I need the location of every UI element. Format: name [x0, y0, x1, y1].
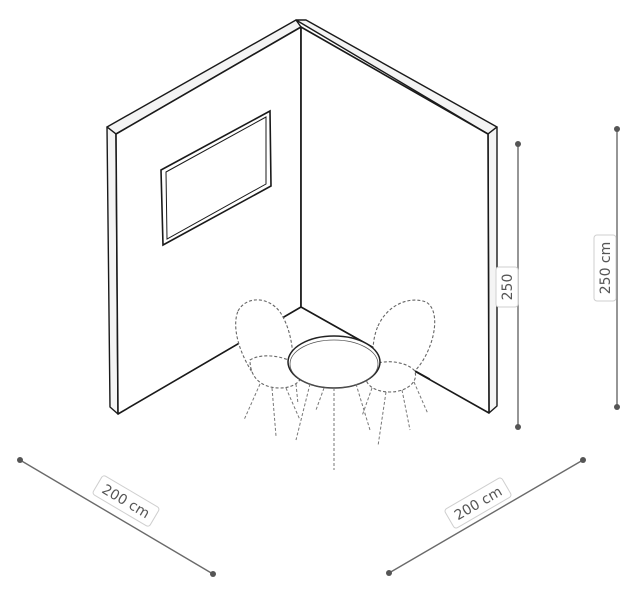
dimension-depth-right: 200 cm	[386, 457, 586, 576]
dimension-height-outer: 250 cm	[593, 126, 620, 410]
round-table	[287, 335, 381, 470]
dimension-label-height-inner: 250	[500, 274, 516, 301]
dimension-label-height-outer: 250 cm	[598, 242, 614, 295]
wall-screen	[160, 109, 272, 247]
chair-right	[361, 299, 436, 447]
dimension-height-inner: 250	[495, 141, 521, 430]
dimension-depth-left: 200 cm	[17, 457, 216, 577]
right-wall	[295, 19, 498, 414]
